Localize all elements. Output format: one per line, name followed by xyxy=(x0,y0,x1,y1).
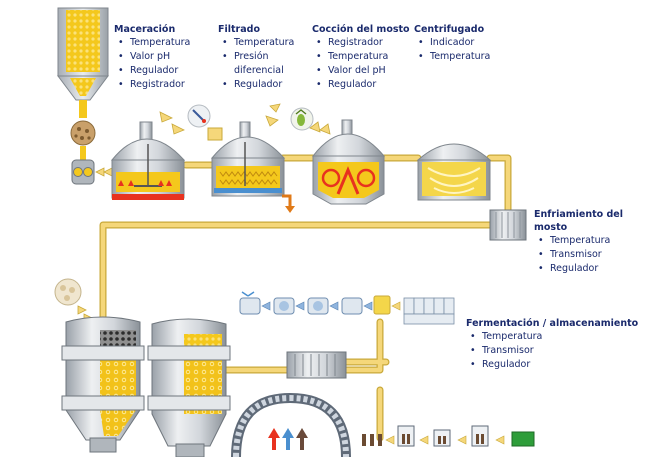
fermentation-tank-1 xyxy=(61,316,145,453)
maceracion-item: Temperatura xyxy=(118,36,190,50)
fermentation-tank-2 xyxy=(147,318,231,457)
grain-silo xyxy=(57,7,109,118)
label-enfriamiento: Enfriamiento del mosto Temperatura Trans… xyxy=(534,208,658,276)
maceracion-title: Maceración xyxy=(114,24,176,35)
label-coccion: Cocción del mosto Registrador Temperatur… xyxy=(312,23,410,92)
maceracion-item: Regulador xyxy=(118,64,190,78)
fermentacion-item: Temperatura xyxy=(470,330,638,344)
beer-filter xyxy=(286,351,347,379)
bottling-carousel xyxy=(231,392,351,457)
keg-line xyxy=(239,291,455,325)
mash-tun xyxy=(110,121,186,200)
filter-sensor-icon xyxy=(207,127,223,141)
coccion-title: Cocción del mosto xyxy=(312,24,410,35)
centrifugado-item: Temperatura xyxy=(418,50,490,64)
enfriamiento-item: Regulador xyxy=(538,262,658,276)
wort-kettle xyxy=(311,119,386,205)
coccion-item: Valor del pH xyxy=(316,64,410,78)
hop-icon xyxy=(290,107,314,131)
coccion-item: Temperatura xyxy=(316,50,410,64)
filtrado-item: Presión xyxy=(222,50,294,64)
label-maceracion: Maceración Temperatura Valor pH Regulado… xyxy=(114,23,190,92)
fermentacion-title: Fermentación / almacenamiento xyxy=(466,318,639,329)
coccion-item: Regulador xyxy=(316,78,410,92)
maceracion-item: Valor pH xyxy=(118,50,190,64)
thermometer-icon xyxy=(187,104,211,128)
enfriamiento-item: Transmisor xyxy=(538,248,658,262)
maceracion-item: Registrador xyxy=(118,78,190,92)
flow-arrows-to-mash xyxy=(95,167,113,177)
centrifugado-title: Centrifugado xyxy=(414,24,485,35)
wort-cooler xyxy=(489,209,527,241)
mill-rollers xyxy=(71,159,95,185)
label-filtrado: Filtrado Temperatura Presión diferencial… xyxy=(218,23,294,92)
label-fermentacion: Fermentación / almacenamiento Temperatur… xyxy=(466,317,638,372)
keg-pallet xyxy=(403,297,455,325)
fermentacion-item: Regulador xyxy=(470,358,638,372)
centrifugado-item: Indicador xyxy=(418,36,490,50)
yeast-icon xyxy=(54,278,82,306)
malt-mill-circle xyxy=(70,120,96,146)
enfriamiento-title: Enfriamiento del mosto xyxy=(534,209,623,233)
enfriamiento-item: Temperatura xyxy=(538,234,658,248)
bottling-line xyxy=(362,425,535,447)
lauter-tun xyxy=(210,121,295,213)
filtrado-item: Regulador xyxy=(222,78,294,92)
whirlpool-centrifuge xyxy=(416,143,492,201)
sensor-arrows-top xyxy=(159,103,331,135)
filtrado-item: Temperatura xyxy=(222,36,294,50)
fermentacion-item: Transmisor xyxy=(470,344,638,358)
coccion-item: Registrador xyxy=(316,36,410,50)
filtrado-item-continued: diferencial xyxy=(234,65,284,76)
filtrado-title: Filtrado xyxy=(218,24,260,35)
label-centrifugado: Centrifugado Indicador Temperatura xyxy=(414,23,490,64)
